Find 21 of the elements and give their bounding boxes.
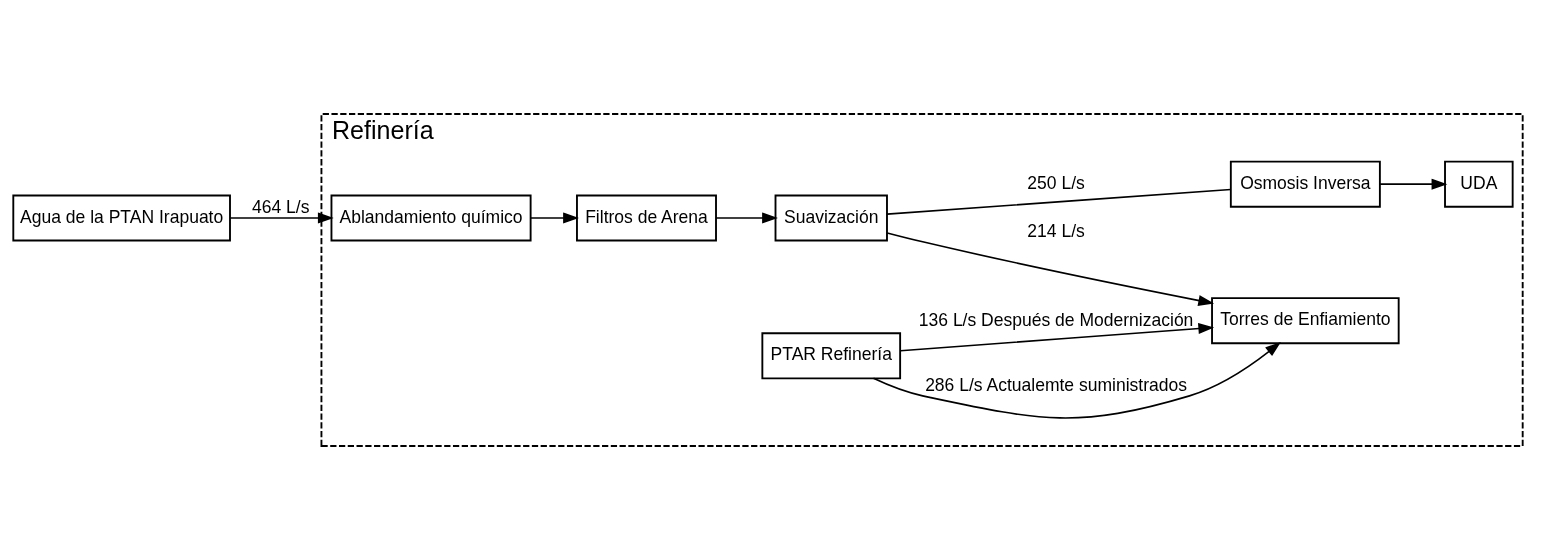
node-box: Ablandamiento químico bbox=[330, 194, 532, 241]
node-box: Filtros de Arena bbox=[576, 194, 717, 241]
node-box: Suavización bbox=[774, 194, 888, 241]
edge-label: 250 L/s bbox=[1027, 172, 1085, 193]
node-box: Torres de Enfiamiento bbox=[1211, 296, 1400, 344]
arrow bbox=[1379, 178, 1448, 190]
arrow bbox=[715, 211, 778, 224]
edge-label: 286 L/s Actualemte suministrados bbox=[925, 374, 1188, 395]
connector bbox=[886, 188, 1232, 215]
arrow bbox=[899, 322, 1215, 352]
arrow bbox=[229, 211, 334, 224]
node-box: Agua de la PTAN Irapuato bbox=[12, 194, 231, 241]
arrow bbox=[872, 341, 1281, 419]
arrow bbox=[529, 211, 579, 224]
edge-label: 214 L/s bbox=[1027, 220, 1085, 241]
edge-label: 464 L/s bbox=[252, 196, 310, 217]
edge-label: 136 L/s Después de Modernización bbox=[918, 309, 1194, 330]
node-box: PTAR Refinería bbox=[761, 331, 902, 379]
node-box: UDA bbox=[1444, 160, 1514, 208]
node-box: Osmosis Inversa bbox=[1229, 160, 1381, 208]
arrow bbox=[886, 231, 1215, 306]
